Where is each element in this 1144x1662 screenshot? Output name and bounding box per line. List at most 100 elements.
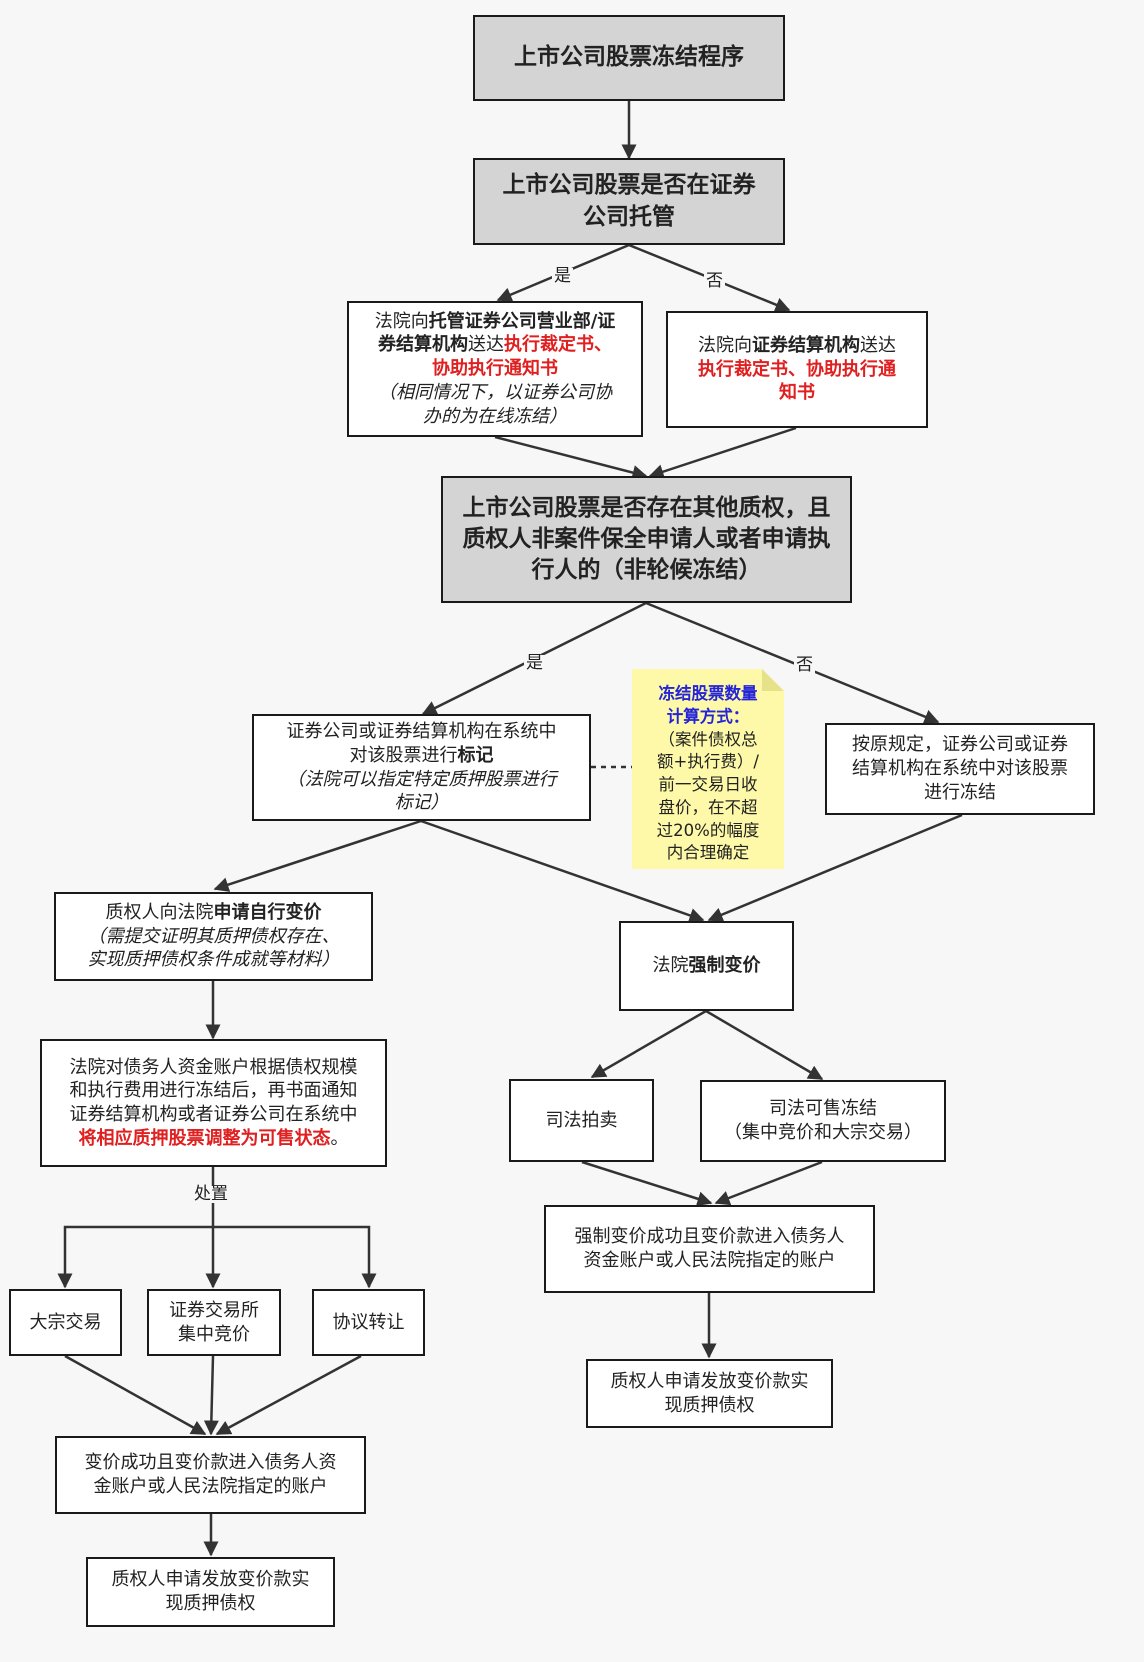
node-custody-question: 上市公司股票是否在证券 公司托管	[473, 158, 785, 245]
node-text: 上市公司股票是否存在其他质权，且	[462, 494, 831, 521]
edge-n9-n11	[590, 1009, 707, 1079]
node-text: 法院对债务人资金账户根据债权规模	[69, 1056, 358, 1078]
node-text-red: 将相应质押股票调整为可售状态	[78, 1127, 331, 1149]
node-text-bold: 强制变价	[688, 955, 761, 977]
node-forced-success: 强制变价成功且变价款进入债务人 资金账户或人民法院指定的账户	[544, 1205, 875, 1293]
note-title: 冻结股票数量	[658, 684, 758, 703]
node-pledgee-payout-left: 质权人申请发放变价款实 现质押债权	[86, 1557, 335, 1627]
node-text-bold: 证券结算机构	[752, 334, 860, 356]
node-forced-liquidation: 法院强制变价	[619, 921, 794, 1011]
edge-label-yes-2: 是	[524, 653, 545, 673]
node-text: 和执行费用进行冻结后，再书面通知	[69, 1080, 358, 1102]
note-text: 盘价，在不超	[658, 797, 758, 817]
node-text: 质权人申请发放变价款实	[610, 1370, 809, 1392]
edge-n14-n18	[64, 1354, 207, 1436]
edge-n12-n13	[714, 1160, 823, 1206]
calc-note: 冻结股票数量 计算方式： （案件债权总 额+执行费）/ 前一交易日收 盘价，在不…	[632, 669, 784, 869]
node-text: 质权人非案件保全申请人或者申请执	[462, 525, 831, 552]
node-text: 质权人申请发放变价款实	[111, 1569, 310, 1591]
node-text: 法院向	[698, 334, 752, 356]
node-text: 。	[330, 1127, 349, 1149]
edge-n11-n13	[581, 1160, 713, 1207]
node-original-freeze: 按原规定，证券公司或证券 结算机构在系统中对该股票 进行冻结	[825, 723, 1095, 815]
edge-label-no-1: 否	[704, 271, 725, 291]
edge-label-dispose: 处置	[192, 1184, 230, 1204]
node-text: 进行冻结	[924, 781, 996, 803]
edge-n7-n9	[707, 813, 963, 922]
note-text: （案件债权总	[658, 729, 758, 749]
node-text-bold: 申请自行变价	[213, 901, 322, 923]
node-judicial-saleable-freeze: 司法可售冻结 （集中竞价和大宗交易）	[700, 1080, 946, 1162]
edge-n16-n18	[215, 1354, 362, 1436]
node-block-trade: 大宗交易	[9, 1289, 122, 1356]
edge-n10-n14	[57, 1225, 213, 1289]
node-text: 结算机构在系统中对该股票	[852, 758, 1068, 780]
note-title: 计算方式：	[666, 706, 750, 726]
edge-n5-n7	[645, 601, 940, 724]
note-text: 前一交易日收	[658, 775, 758, 795]
node-text: （集中竞价和大宗交易）	[724, 1122, 922, 1143]
node-text-red: 执行裁定书、	[503, 334, 612, 356]
edge-label-no-2: 否	[794, 655, 815, 675]
node-text: 司法拍卖	[545, 1109, 618, 1131]
node-self-liquidation: 质权人向法院申请自行变价 （需提交证明其质押债权存在、 实现质押债权条件成就等材…	[54, 892, 373, 981]
node-text-bold: 托管证券公司营业部/证	[428, 310, 616, 332]
edge-n10-n16	[213, 1225, 377, 1289]
node-text: 上市公司股票是否在证券	[502, 172, 756, 199]
edge-n6-n9	[420, 819, 705, 923]
node-text: 法院向	[374, 310, 429, 332]
node-pledge-question: 上市公司股票是否存在其他质权，且 质权人非案件保全申请人或者申请执 行人的（非轮…	[441, 476, 852, 603]
node-text-italic: 实现质押债权条件成就等材料）	[87, 949, 340, 971]
node-text: 金账户或人民法院指定的账户	[93, 1476, 328, 1497]
node-liquidation-success: 变价成功且变价款进入债务人资 金账户或人民法院指定的账户	[55, 1436, 366, 1514]
node-text: 按原规定，证券公司或证券	[852, 734, 1068, 756]
node-text: 资金账户或人民法院指定的账户	[583, 1250, 836, 1271]
node-pledgee-payout-right: 质权人申请发放变价款实 现质押债权	[586, 1359, 833, 1428]
node-judicial-auction: 司法拍卖	[509, 1079, 654, 1162]
node-text: 送达	[467, 334, 504, 356]
edge-n15-n18	[203, 1355, 219, 1436]
node-text: 证券结算机构或者证券公司在系统中	[69, 1104, 358, 1125]
node-text: 法院	[652, 955, 689, 977]
edge-n9-n12	[705, 1009, 824, 1081]
node-text-italic: 标记）	[394, 792, 449, 814]
note-text: 内合理确定	[666, 843, 750, 863]
node-text-bold: 标记	[457, 744, 494, 766]
node-text: 协议转让	[332, 1311, 405, 1333]
node-account-freeze-notice: 法院对债务人资金账户根据债权规模 和执行费用进行冻结后，再书面通知 证券结算机构…	[40, 1039, 387, 1167]
node-deliver-to-broker: 法院向托管证券公司营业部/证 券结算机构送达执行裁定书、 协助执行通知书 （相同…	[347, 301, 643, 437]
note-text: 额+执行费）/	[657, 752, 759, 772]
node-text-italic: （相同情况下，以证券公司协	[377, 381, 612, 403]
node-start: 上市公司股票冻结程序	[473, 15, 785, 101]
node-text: 证券公司或证券结算机构在系统中	[286, 721, 557, 742]
node-text: 变价成功且变价款进入债务人资	[84, 1452, 337, 1474]
node-text: 质权人向法院	[105, 901, 214, 923]
node-deliver-to-clearing: 法院向证券结算机构送达 执行裁定书、协助执行通 知书	[666, 311, 928, 428]
node-text-italic: （法院可以指定特定质押股票进行	[286, 768, 557, 790]
node-text: 行人的（非轮候冻结）	[531, 557, 762, 584]
node-text-red: 协助执行通知书	[431, 358, 558, 380]
node-mark-stock: 证券公司或证券结算机构在系统中 对该股票进行标记 （法院可以指定特定质押股票进行…	[252, 714, 591, 821]
note-text: 过20%的幅度	[656, 820, 760, 840]
node-text: 证券交易所	[169, 1299, 259, 1321]
edge-n3-n5	[494, 435, 648, 480]
node-text: 现质押债权	[664, 1394, 755, 1416]
node-text-red: 知书	[779, 382, 815, 404]
node-text: 集中竞价	[178, 1323, 250, 1345]
node-text: 现质押债权	[165, 1593, 256, 1614]
node-text: 强制变价成功且变价款进入债务人	[574, 1226, 845, 1248]
node-text-italic: （需提交证明其质押债权存在、	[87, 925, 340, 947]
node-text: 对该股票进行	[349, 744, 458, 766]
node-text: 大宗交易	[29, 1311, 102, 1333]
node-text: 送达	[860, 334, 896, 356]
node-text-red: 执行裁定书、协助执行通	[698, 358, 896, 380]
node-start-text: 上市公司股票冻结程序	[514, 44, 744, 71]
node-agreement-transfer: 协议转让	[312, 1289, 425, 1356]
edge-n4-n5	[648, 426, 797, 479]
edge-label-yes-1: 是	[552, 266, 573, 286]
node-text: 公司托管	[583, 203, 675, 230]
node-text-italic: 办的为在线冻结）	[422, 405, 567, 427]
edge-n6-n8	[213, 819, 422, 892]
